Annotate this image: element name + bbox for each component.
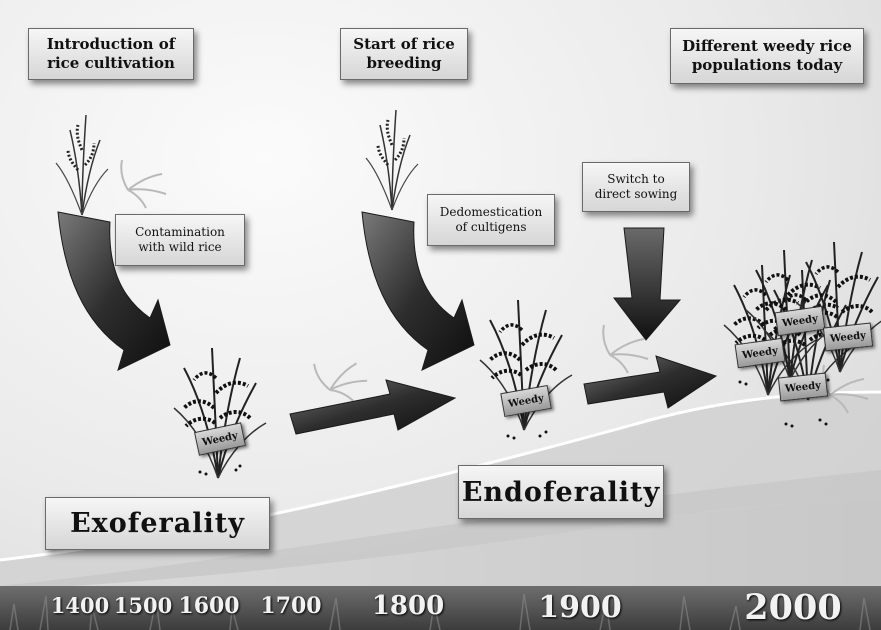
year-label-1700: 1700 <box>260 593 322 619</box>
label-endoferality: Endoferality <box>458 465 664 519</box>
year-label-1800: 1800 <box>371 591 445 621</box>
weedy-tag: Weedy <box>822 322 874 352</box>
label-introduction-rice-cultivation: Introduction of rice cultivation <box>28 28 194 80</box>
label-contamination-wild-rice: Contamination with wild rice <box>115 214 245 266</box>
year-label-1500: 1500 <box>113 593 173 618</box>
label-start-rice-breeding: Start of rice breeding <box>340 28 468 80</box>
timeline-bar: 1400 1500 1600 1700 1800 1900 2000 <box>0 586 881 630</box>
label-exoferality: Exoferality <box>45 497 270 550</box>
year-label-1600: 1600 <box>178 593 240 619</box>
grass-texture <box>9 593 871 630</box>
label-switch-direct-sowing: Switch to direct sowing <box>582 162 690 212</box>
label-weedy-rice-populations-today: Different weedy rice populations today <box>670 28 864 84</box>
year-label-1900: 1900 <box>538 590 622 625</box>
year-label-2000: 2000 <box>744 587 842 628</box>
label-dedomestication-cultigens: Dedomestication of cultigens <box>427 194 555 246</box>
year-label-1400: 1400 <box>50 593 110 618</box>
weedy-tag: Weedy <box>777 372 829 402</box>
